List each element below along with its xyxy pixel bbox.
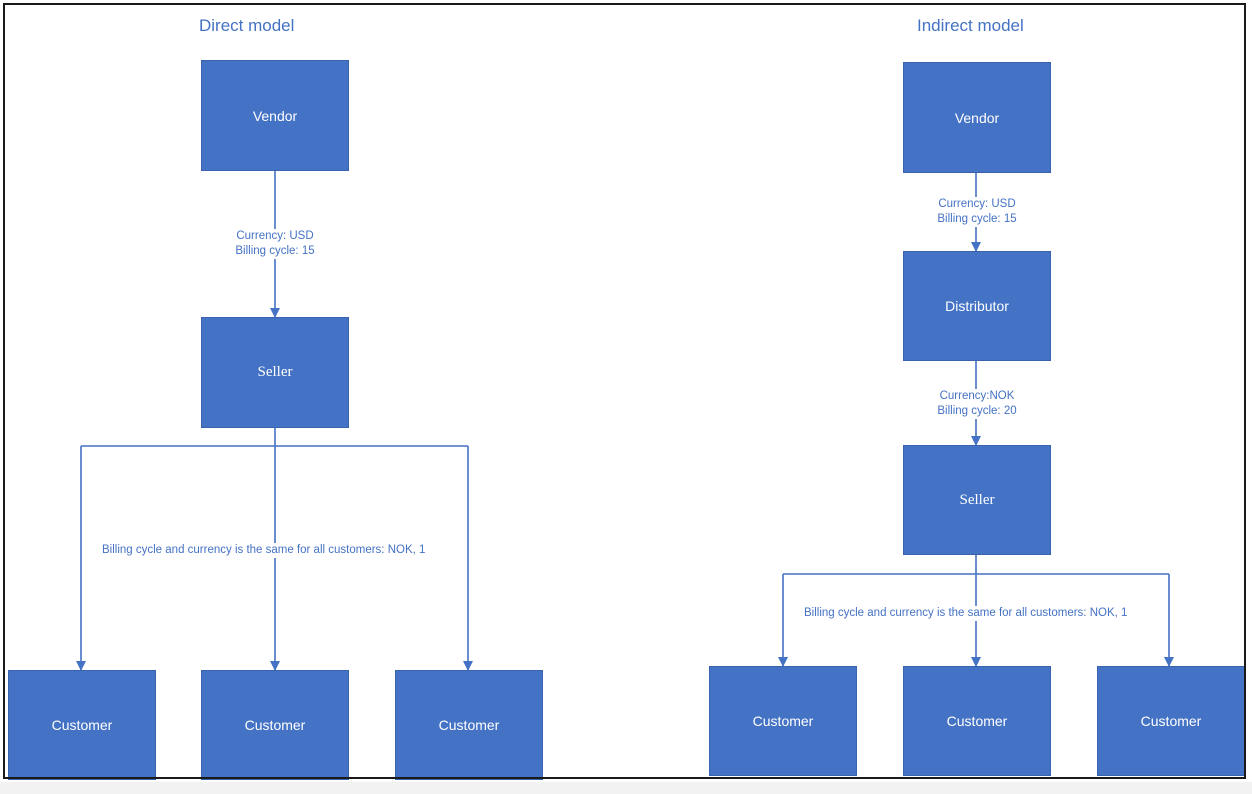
direct-customer-node-1: Customer: [8, 670, 156, 780]
direct-seller-node: Seller: [201, 317, 349, 428]
direct-customer-node-2: Customer: [201, 670, 349, 780]
direct-customer-node-3: Customer: [395, 670, 543, 780]
indirect-distributor-node: Distributor: [903, 251, 1051, 361]
direct-vendor-node: Vendor: [201, 60, 349, 171]
indirect-edge1-billing: Billing cycle: 15: [937, 213, 1017, 225]
indirect-seller-node: Seller: [903, 445, 1051, 555]
direct-edge-currency: Currency: USD: [236, 230, 314, 242]
indirect-customer-node-3: Customer: [1097, 666, 1245, 776]
direct-model-title: Direct model: [199, 16, 295, 35]
indirect-customers-note: Billing cycle and currency is the same f…: [803, 606, 1129, 621]
indirect-model-title: Indirect model: [917, 16, 1024, 35]
indirect-edge2-currency: Currency:NOK: [939, 390, 1015, 402]
indirect-vendor-node: Vendor: [903, 62, 1051, 173]
indirect-edge1-label: Currency: USD Billing cycle: 15: [912, 197, 1042, 227]
indirect-edge1-currency: Currency: USD: [938, 198, 1016, 210]
indirect-edge2-label: Currency:NOK Billing cycle: 20: [912, 389, 1042, 419]
direct-customers-note: Billing cycle and currency is the same f…: [101, 543, 427, 558]
direct-edge-label: Currency: USD Billing cycle: 15: [210, 229, 340, 259]
indirect-customer-node-1: Customer: [709, 666, 857, 776]
direct-edge-billing: Billing cycle: 15: [235, 245, 315, 257]
indirect-edge2-billing: Billing cycle: 20: [937, 405, 1017, 417]
indirect-customer-node-2: Customer: [903, 666, 1051, 776]
